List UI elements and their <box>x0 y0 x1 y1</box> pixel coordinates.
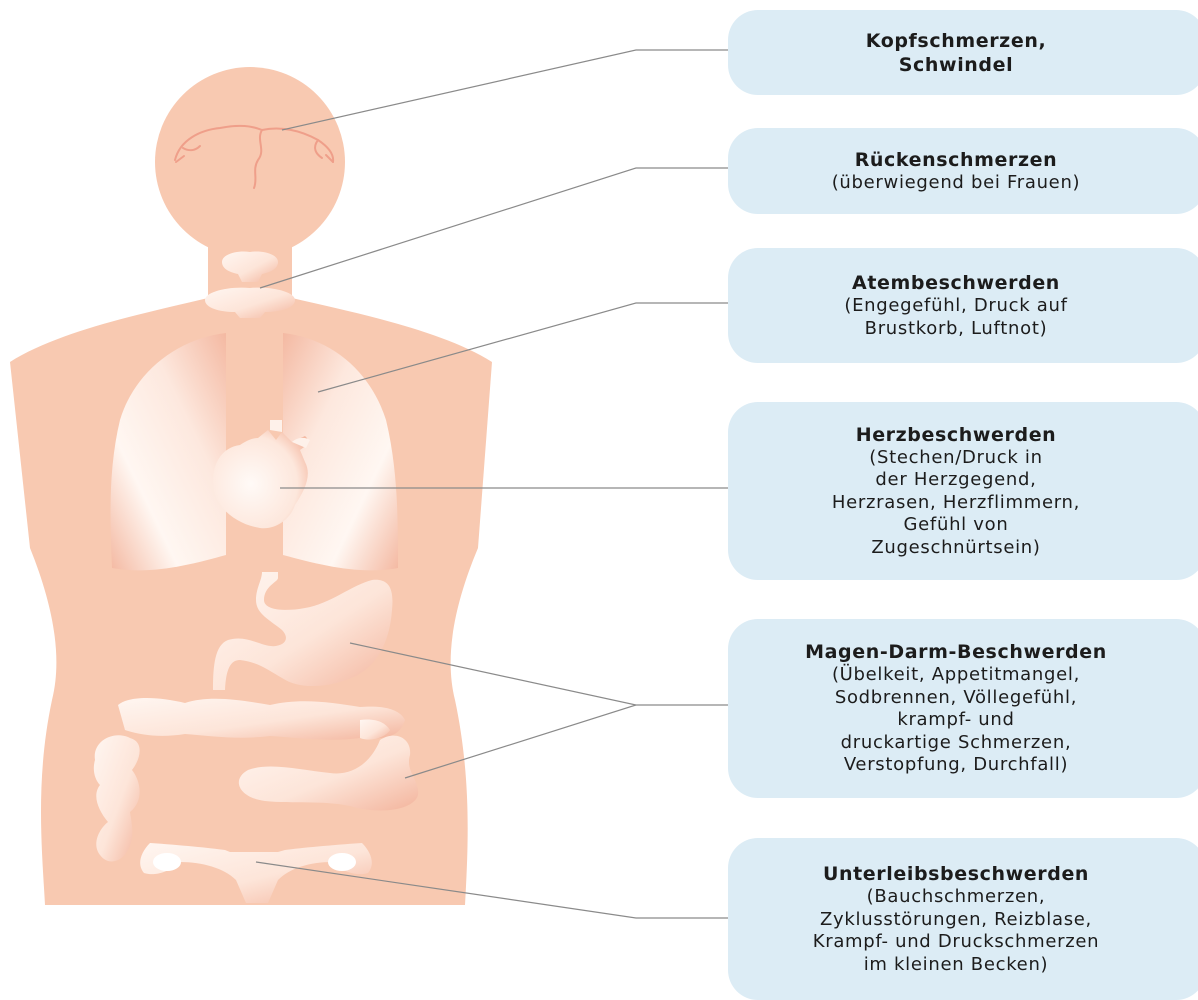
label-line-atem-1: (Engegefühl, Druck auf <box>844 295 1067 318</box>
label-line-magen-4: druckartige Schmerzen, <box>841 732 1072 755</box>
label-line-ruecken-1: (überwiegend bei Frauen) <box>832 172 1081 195</box>
label-line-unterleib-3: Krampf- und Druckschmerzen <box>813 931 1100 954</box>
label-line-herz-1: (Stechen/Druck in <box>869 447 1042 470</box>
label-title-magen: Magen-Darm-Beschwerden <box>805 640 1107 664</box>
label-line-herz-2: der Herzgegend, <box>875 469 1036 492</box>
label-line-unterleib-2: Zyklusstörungen, Reizblase, <box>820 909 1092 932</box>
label-line-magen-2: Sodbrennen, Völlegefühl, <box>835 687 1077 710</box>
label-line-kopf-1: Schwindel <box>899 53 1013 77</box>
label-box-herz: Herzbeschwerden (Stechen/Druck in der He… <box>728 402 1198 580</box>
label-title-atem: Atembeschwerden <box>852 271 1060 295</box>
label-title-herz: Herzbeschwerden <box>856 423 1057 447</box>
label-title-ruecken: Rückenschmerzen <box>855 148 1058 172</box>
label-line-herz-3: Herzrasen, Herzflimmern, <box>832 492 1080 515</box>
label-box-magen: Magen-Darm-Beschwerden (Übelkeit, Appeti… <box>728 619 1198 798</box>
leader-line-kopf <box>282 50 728 130</box>
label-box-unterleib: Unterleibsbeschwerden (Bauchschmerzen, Z… <box>728 838 1198 1000</box>
label-line-magen-3: krampf- und <box>897 709 1014 732</box>
label-line-magen-5: Verstopfung, Durchfall) <box>844 754 1068 777</box>
label-box-kopf: Kopfschmerzen, Schwindel <box>728 10 1198 95</box>
label-line-herz-4: Gefühl von <box>904 514 1009 537</box>
label-line-magen-1: (Übelkeit, Appetitmangel, <box>832 664 1080 687</box>
label-title-kopf: Kopfschmerzen, <box>866 29 1047 53</box>
label-line-unterleib-4: im kleinen Becken) <box>864 954 1049 977</box>
label-title-unterleib: Unterleibsbeschwerden <box>823 862 1089 886</box>
label-line-herz-5: Zugeschnürtsein) <box>871 537 1040 560</box>
label-line-unterleib-1: (Bauchschmerzen, <box>867 886 1046 909</box>
label-box-ruecken: Rückenschmerzen (überwiegend bei Frauen) <box>728 128 1198 214</box>
label-box-atem: Atembeschwerden (Engegefühl, Druck auf B… <box>728 248 1198 363</box>
label-line-atem-2: Brustkorb, Luftnot) <box>865 318 1048 341</box>
